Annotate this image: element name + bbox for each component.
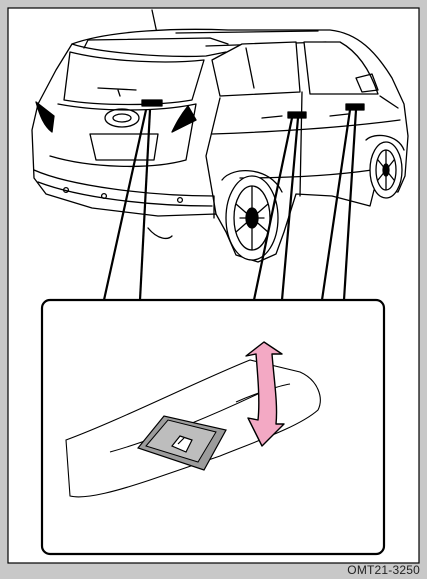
figure-code: OMT21-3250 — [347, 563, 420, 577]
switch-detail-box — [42, 300, 384, 554]
